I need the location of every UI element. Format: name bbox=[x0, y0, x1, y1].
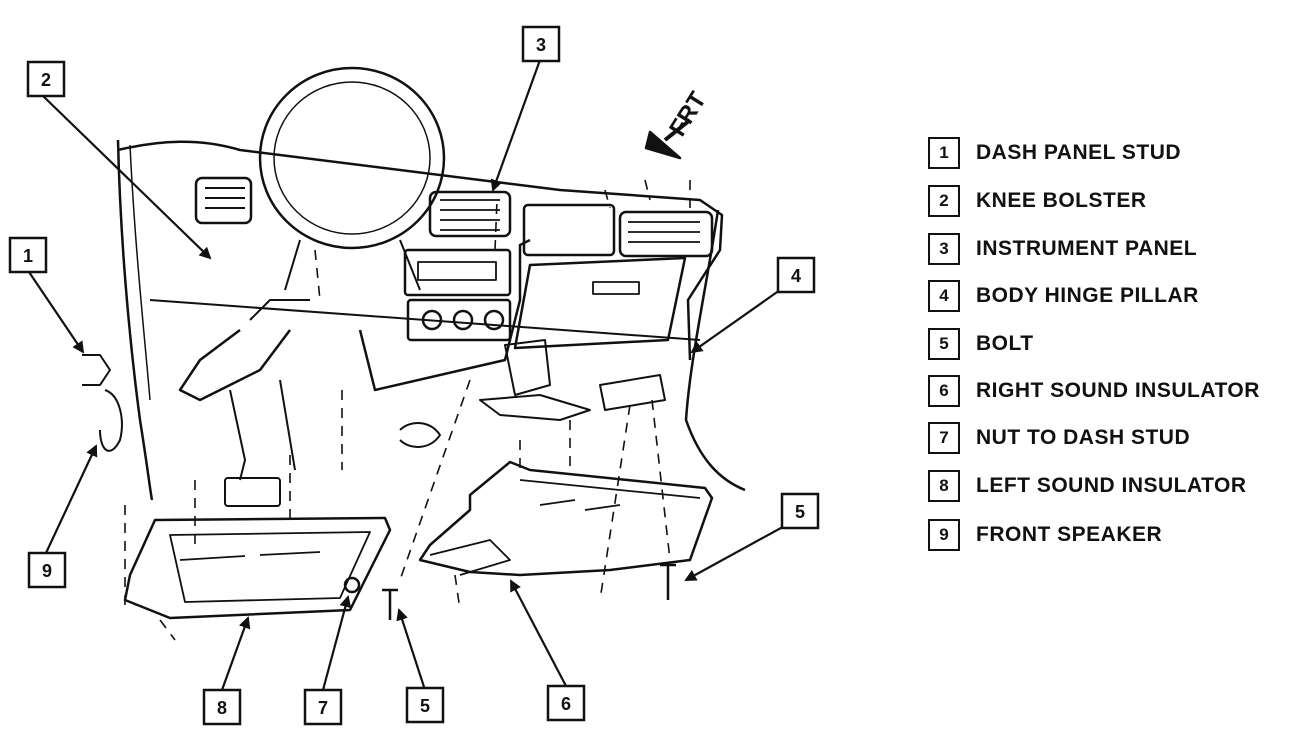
callout-6: 6 bbox=[546, 684, 586, 722]
legend-number-box: 4 bbox=[928, 280, 960, 312]
leader-lines bbox=[28, 59, 791, 691]
callout-1: 1 bbox=[8, 236, 48, 274]
callout-2-label: 2 bbox=[41, 70, 51, 90]
callout-5-bottom: 5 bbox=[405, 686, 445, 724]
legend-item-6: 6 RIGHT SOUND INSULATOR bbox=[928, 371, 1260, 411]
legend-item-2: 2 KNEE BOLSTER bbox=[928, 181, 1147, 221]
callout-3-label: 3 bbox=[536, 35, 546, 55]
legend-label: FRONT SPEAKER bbox=[976, 523, 1163, 546]
legend-number-box: 7 bbox=[928, 422, 960, 454]
legend-number-box: 3 bbox=[928, 233, 960, 265]
legend-item-1: 1 DASH PANEL STUD bbox=[928, 133, 1181, 173]
legend-item-8: 8 LEFT SOUND INSULATOR bbox=[928, 466, 1247, 506]
callout-5-bottom-label: 5 bbox=[420, 696, 430, 716]
legend-label: NUT TO DASH STUD bbox=[976, 426, 1191, 449]
steering-wheel bbox=[258, 66, 446, 250]
legend-item-5: 5 BOLT bbox=[928, 324, 1034, 364]
legend-item-9: 9 FRONT SPEAKER bbox=[928, 515, 1162, 555]
callout-8: 8 bbox=[202, 688, 242, 726]
callout-3: 3 bbox=[521, 25, 561, 63]
callout-7-label: 7 bbox=[318, 698, 328, 718]
legend-label: DASH PANEL STUD bbox=[976, 141, 1182, 164]
callout-2: 2 bbox=[26, 60, 66, 98]
legend-item-3: 3 INSTRUMENT PANEL bbox=[928, 229, 1197, 269]
callout-1-label: 1 bbox=[23, 246, 33, 266]
callout-4: 4 bbox=[776, 256, 816, 294]
legend-label: LEFT SOUND INSULATOR bbox=[976, 474, 1247, 497]
callout-6-label: 6 bbox=[561, 694, 571, 714]
legend-item-7: 7 NUT TO DASH STUD bbox=[928, 418, 1190, 458]
callout-5-right: 5 bbox=[780, 492, 820, 530]
callout-4-label: 4 bbox=[791, 266, 801, 286]
legend-label: BOLT bbox=[976, 332, 1034, 355]
legend-label: RIGHT SOUND INSULATOR bbox=[976, 379, 1260, 402]
legend-number-box: 9 bbox=[928, 519, 960, 551]
legend-label: BODY HINGE PILLAR bbox=[976, 284, 1199, 307]
legend-number-box: 8 bbox=[928, 470, 960, 502]
callout-7: 7 bbox=[303, 688, 343, 726]
legend-label: KNEE BOLSTER bbox=[976, 189, 1147, 212]
legend-number-box: 1 bbox=[928, 137, 960, 169]
legend-number-box: 2 bbox=[928, 185, 960, 217]
callout-8-label: 8 bbox=[217, 698, 227, 718]
callout-5-right-label: 5 bbox=[795, 502, 805, 522]
legend-item-4: 4 BODY HINGE PILLAR bbox=[928, 276, 1199, 316]
legend-number-box: 5 bbox=[928, 328, 960, 360]
legend-number-box: 6 bbox=[928, 375, 960, 407]
callout-9: 9 bbox=[27, 551, 67, 589]
callout-9-label: 9 bbox=[42, 561, 52, 581]
legend-label: INSTRUMENT PANEL bbox=[976, 237, 1198, 260]
instrument-panel-drawing bbox=[82, 66, 746, 641]
